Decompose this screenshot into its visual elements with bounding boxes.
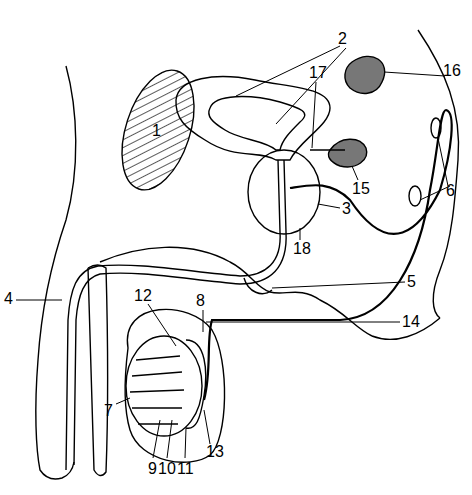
- callout-number: 7: [104, 402, 113, 420]
- callout-number: 1: [152, 122, 161, 140]
- callout-number: 15: [352, 180, 370, 198]
- callout-number: 9: [148, 460, 157, 478]
- callout-number: 13: [206, 443, 224, 461]
- callout-number: 11: [177, 460, 194, 478]
- callout-number: 10: [158, 460, 176, 478]
- callout-number: 17: [309, 64, 327, 82]
- callout-number: 4: [4, 290, 13, 308]
- callout-number: 6: [446, 182, 455, 200]
- callout-number: 14: [402, 313, 420, 331]
- callout-number: 16: [443, 62, 461, 80]
- callout-number: 3: [342, 200, 351, 218]
- callout-number: 8: [196, 292, 205, 310]
- callout-number: 18: [293, 240, 311, 258]
- callout-number: 2: [338, 30, 347, 48]
- callout-number: 12: [134, 287, 152, 305]
- callout-number: 5: [407, 273, 416, 291]
